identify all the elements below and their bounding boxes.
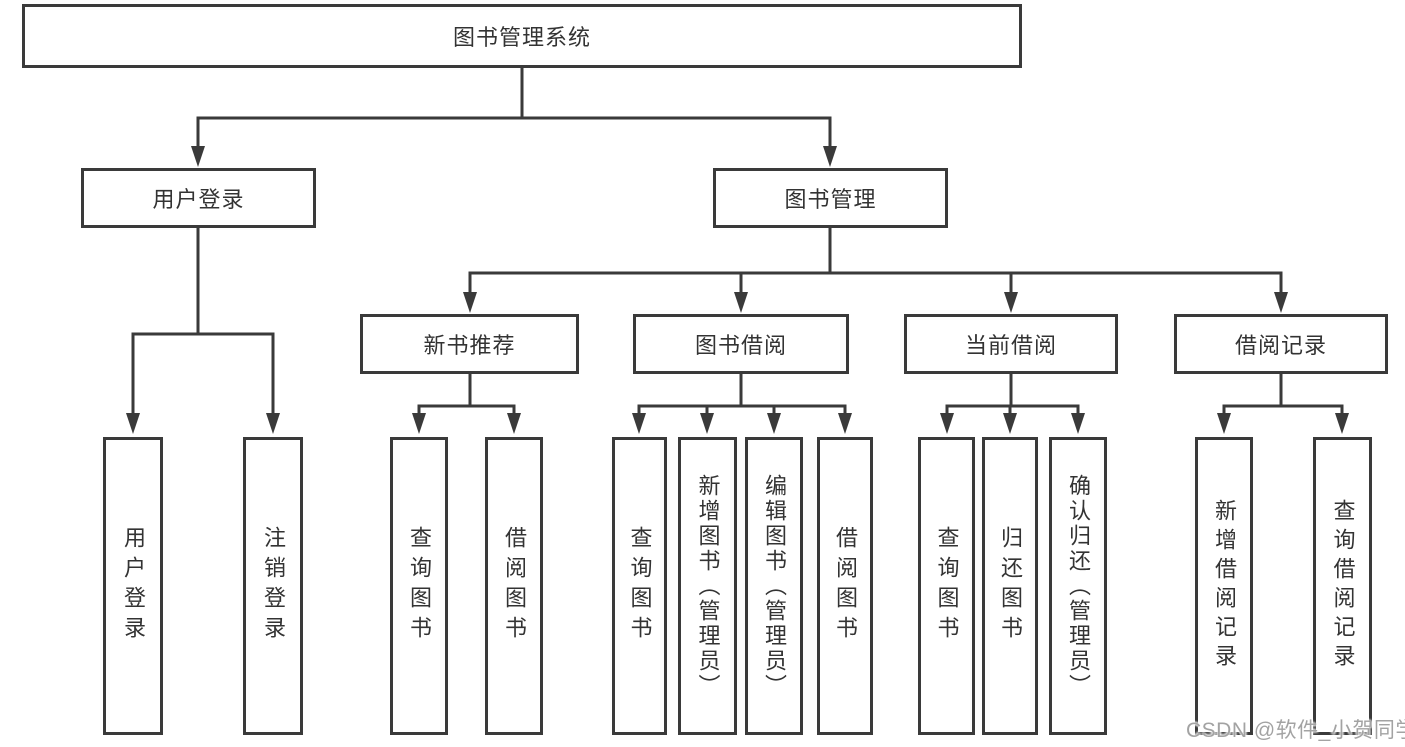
connector-book-mgmt-modules [468, 226, 1283, 296]
leaf-borrowing-query-books-label: 查询图书 [627, 526, 653, 646]
connector-book-borrow-children [637, 372, 847, 416]
leaf-recommend-query-books-label: 查询图书 [407, 526, 432, 646]
arrowhead-down-icon [767, 413, 781, 434]
leaf-current-return-books-label: 归还图书 [998, 526, 1023, 646]
node-user-login-label: 用户登录 [152, 187, 245, 212]
leaf-current-confirm-return-admin-label: 确认归还（管理员） [1066, 473, 1091, 699]
leaf-borrowing-borrow-books-label: 借阅图书 [833, 526, 858, 646]
connector-borrow-record-children [1222, 372, 1344, 416]
leaf-recommend-borrow-books: 借阅图书 [485, 437, 543, 735]
arrowhead-down-icon [412, 413, 426, 434]
connector-new-book-rec-children [417, 372, 516, 416]
arrowhead-down-icon [632, 413, 646, 434]
leaf-borrowing-query-books: 查询图书 [612, 437, 667, 735]
node-new-book-recommend-label: 新书推荐 [423, 333, 516, 358]
leaf-records-add-record-label: 新增借阅记录 [1212, 499, 1237, 673]
arrowhead-down-icon [266, 413, 280, 434]
arrowhead-down-icon [1335, 413, 1349, 434]
arrowhead-down-icon [1274, 292, 1288, 313]
arrowhead-down-icon [1071, 413, 1085, 434]
leaf-user-login-label: 用户登录 [121, 526, 146, 646]
arrowhead-down-icon [463, 292, 477, 313]
leaf-records-add-record: 新增借阅记录 [1195, 437, 1253, 735]
arrowhead-down-icon [1003, 413, 1017, 434]
node-root-label: 图书管理系统 [452, 25, 591, 50]
arrowhead-down-icon [507, 413, 521, 434]
arrowhead-down-icon [734, 292, 748, 313]
leaf-borrowing-add-books-admin: 新增图书（管理员） [678, 437, 737, 735]
arrowhead-down-icon [940, 413, 954, 434]
node-current-borrowing: 当前借阅 [904, 314, 1118, 374]
node-borrowing-records-label: 借阅记录 [1234, 333, 1327, 358]
node-book-management-label: 图书管理 [784, 187, 877, 212]
csdn-watermark: CSDN @软件_小贺同学 [1186, 719, 1405, 742]
leaf-logout: 注销登录 [243, 437, 303, 735]
node-current-borrowing-label: 当前借阅 [964, 333, 1057, 358]
leaf-recommend-borrow-books-label: 借阅图书 [502, 526, 527, 646]
arrowhead-down-icon [823, 146, 837, 167]
node-user-login: 用户登录 [81, 168, 316, 228]
arrowhead-down-icon [1004, 292, 1018, 313]
leaf-records-query-record-label: 查询借阅记录 [1330, 499, 1356, 673]
connector-root-to-level2 [196, 66, 832, 149]
leaf-current-query-books: 查询图书 [918, 437, 975, 735]
leaf-borrowing-borrow-books: 借阅图书 [817, 437, 873, 735]
arrowhead-down-icon [700, 413, 714, 434]
node-book-borrowing: 图书借阅 [633, 314, 849, 374]
node-borrowing-records: 借阅记录 [1174, 314, 1388, 374]
arrowhead-down-icon [191, 146, 205, 167]
leaf-current-confirm-return-admin: 确认归还（管理员） [1049, 437, 1107, 735]
node-root: 图书管理系统 [22, 4, 1022, 68]
arrowhead-down-icon [126, 413, 140, 434]
node-book-borrowing-label: 图书借阅 [694, 333, 787, 358]
leaf-logout-label: 注销登录 [261, 526, 286, 646]
leaf-current-return-books: 归还图书 [982, 437, 1038, 735]
leaf-borrowing-edit-books-admin: 编辑图书（管理员） [745, 437, 803, 735]
connector-current-borrow-children [945, 372, 1080, 416]
leaf-borrowing-add-books-admin-label: 新增图书（管理员） [695, 473, 721, 699]
arrowhead-down-icon [1217, 413, 1231, 434]
node-book-management: 图书管理 [713, 168, 948, 228]
connector-lines [131, 66, 1344, 416]
leaf-borrowing-edit-books-admin-label: 编辑图书（管理员） [762, 473, 787, 699]
leaf-user-login: 用户登录 [103, 437, 163, 735]
arrowheads [126, 146, 1349, 434]
leaf-recommend-query-books: 查询图书 [390, 437, 448, 735]
arrowhead-down-icon [838, 413, 852, 434]
leaf-current-query-books-label: 查询图书 [934, 526, 960, 646]
leaf-records-query-record: 查询借阅记录 [1313, 437, 1372, 735]
connector-user-login-children [131, 226, 275, 416]
node-new-book-recommend: 新书推荐 [360, 314, 579, 374]
